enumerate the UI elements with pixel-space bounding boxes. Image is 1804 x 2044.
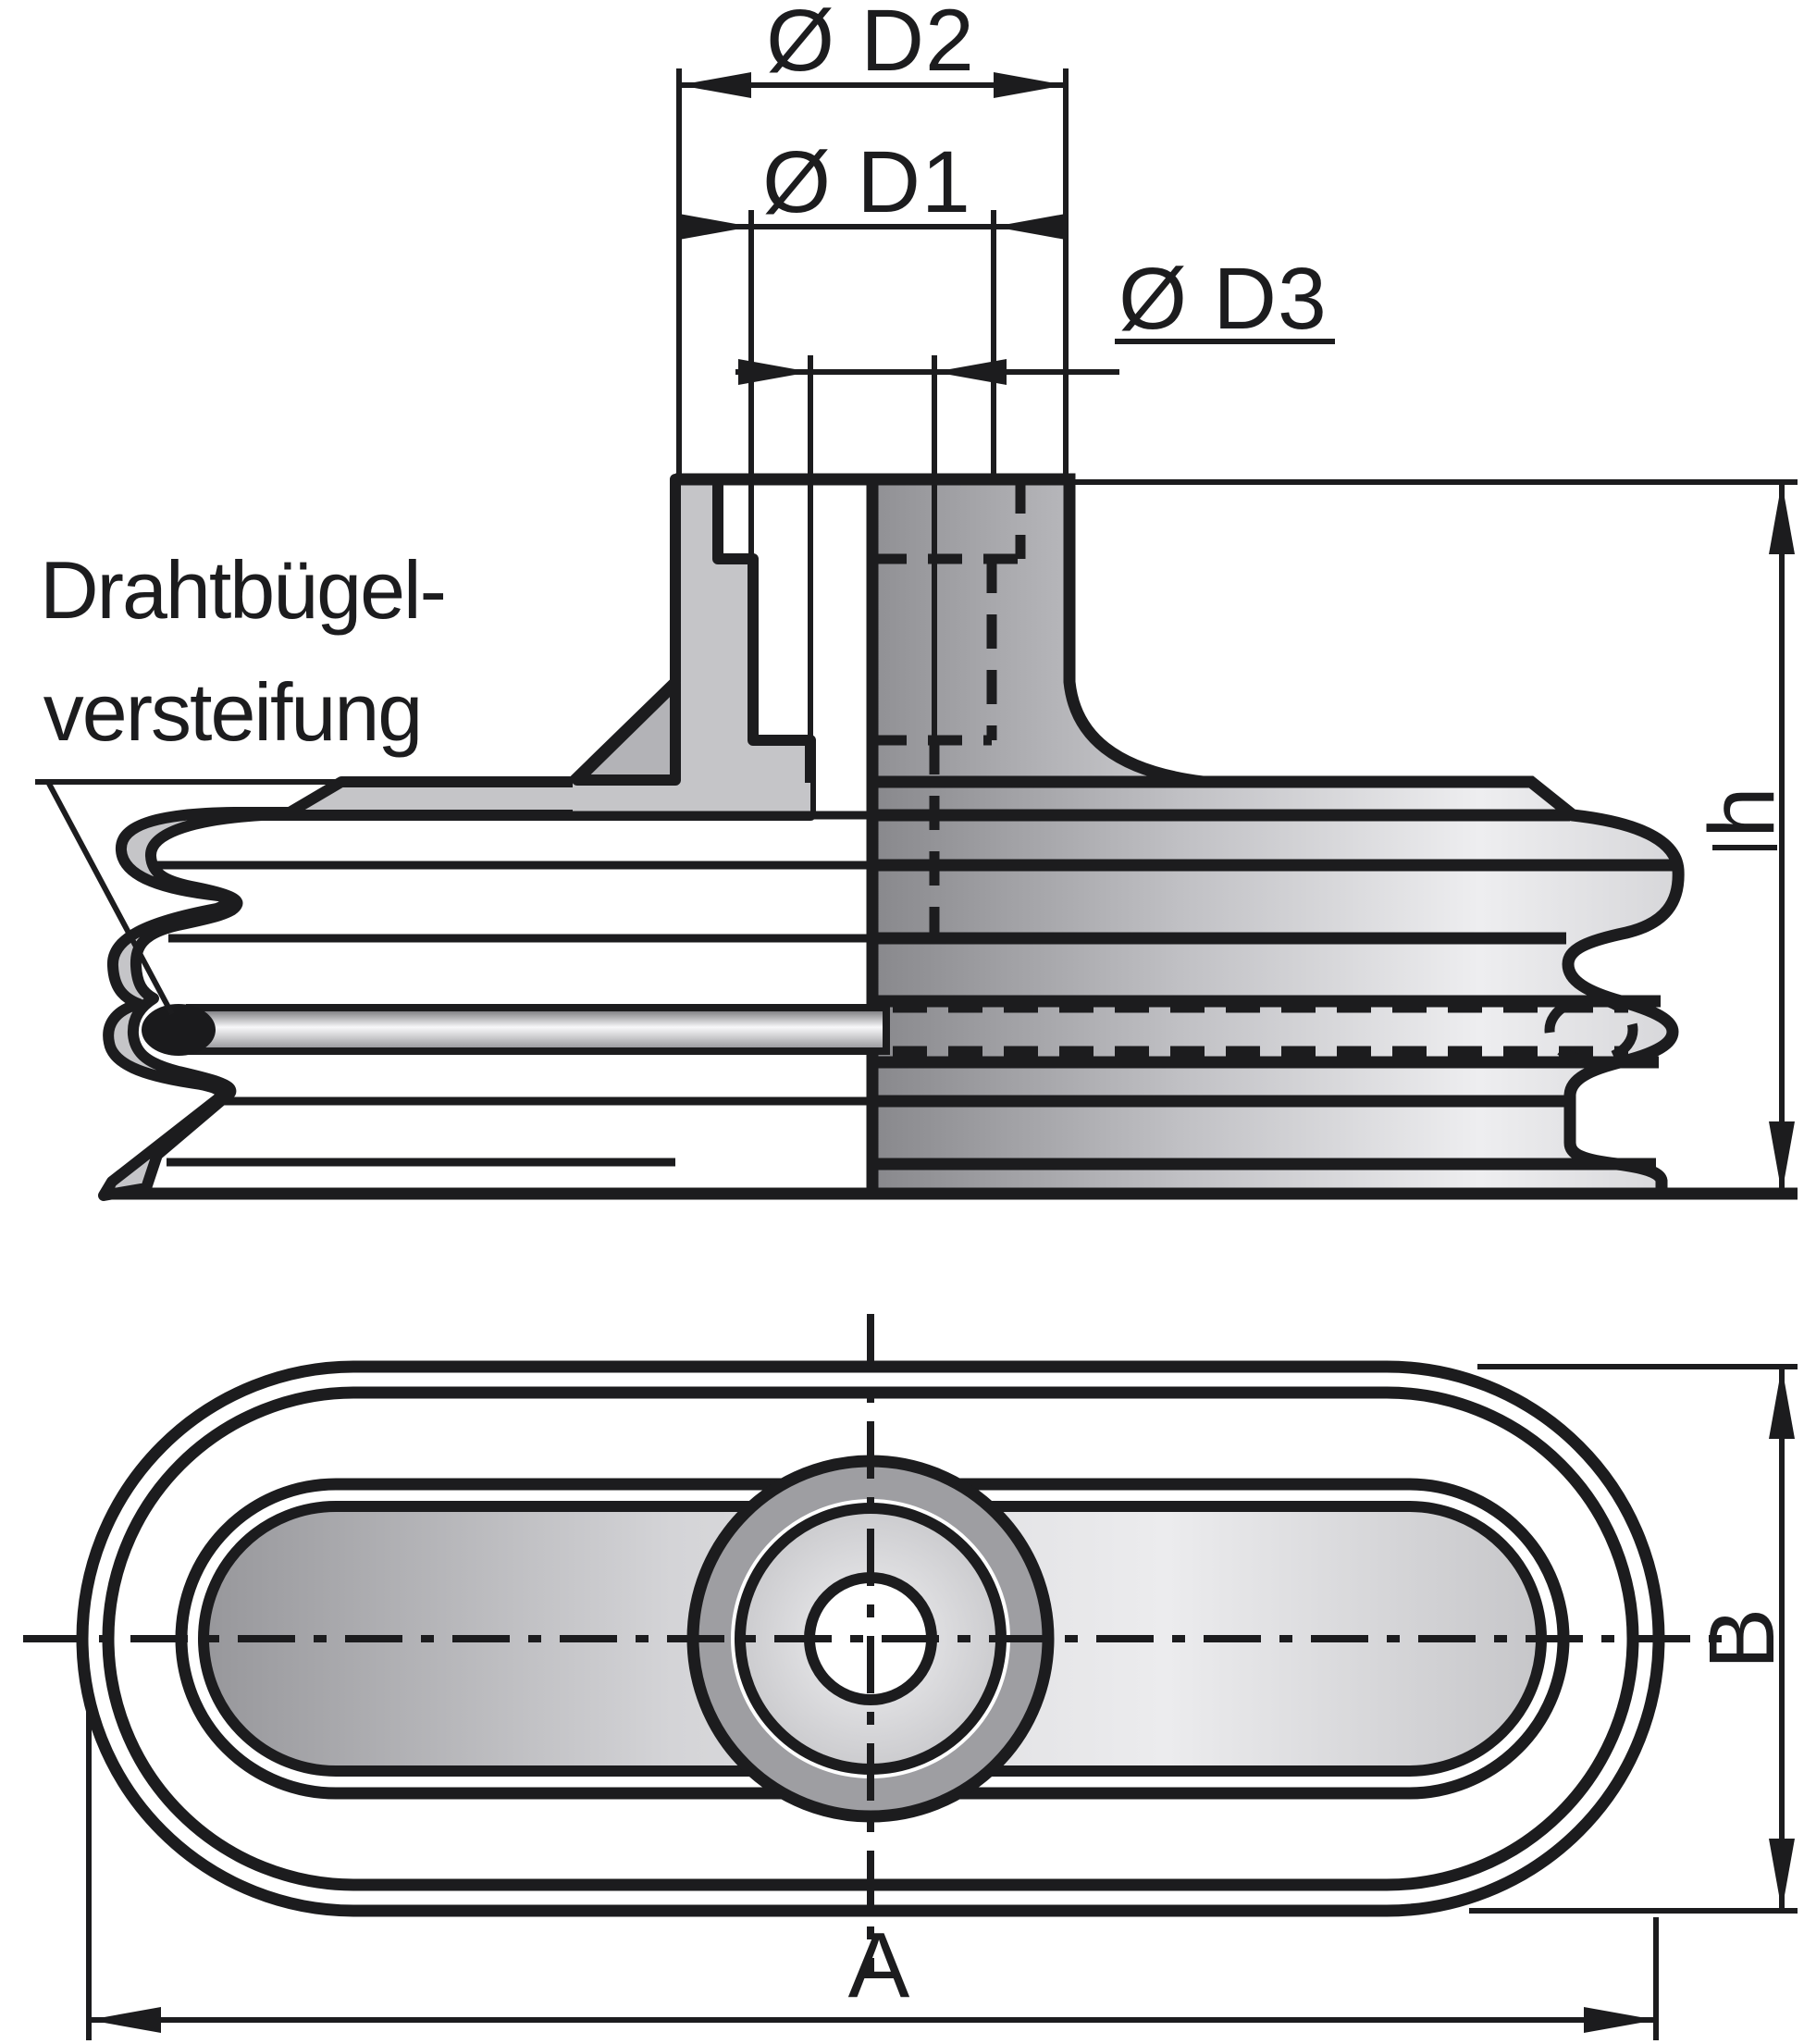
callout-wire-reinforcement: Drahtbügel- versteifung	[35, 544, 470, 1016]
arrowhead-left	[679, 214, 751, 240]
arrowhead-down	[1769, 1839, 1795, 1911]
arrowhead-right	[934, 359, 1007, 385]
bottom-view: B A	[23, 1314, 1798, 2040]
d1-label: Ø D1	[762, 133, 971, 231]
wire-rod	[186, 1004, 890, 1055]
bellows-external-silhouette	[866, 775, 1685, 1200]
callout-line1: Drahtbügel-	[40, 544, 445, 636]
arrowhead-up	[1769, 1367, 1795, 1439]
fitting-right-shaded	[866, 473, 1204, 788]
h-label: h	[1690, 787, 1794, 838]
d2-label: Ø D2	[766, 0, 975, 90]
callout-leader-line	[45, 780, 175, 1016]
callout-line2: versteifung	[43, 666, 421, 758]
hidden-wire-end	[1544, 994, 1638, 1066]
side-view: Drahtbügel- versteifung Ø D2 Ø D1	[35, 0, 1798, 1201]
arrowhead-right	[994, 214, 1066, 240]
arrowhead-left	[679, 72, 751, 98]
dimension-d2: Ø D2	[676, 0, 1069, 479]
dimension-d3: Ø D3	[735, 250, 1335, 740]
dimension-b: B	[1469, 1364, 1798, 1914]
arrowhead-down	[1769, 1121, 1795, 1194]
plate-under-boss	[573, 783, 810, 814]
bellows-inner-lines	[157, 811, 872, 1167]
section-rubber	[98, 474, 816, 1201]
wire-cross-section-dot	[142, 1004, 216, 1056]
a-label: A	[848, 1914, 910, 2017]
d3-label: Ø D3	[1118, 250, 1328, 348]
dimension-h: h	[1073, 479, 1798, 1194]
bellows-band-lines	[872, 809, 1673, 1171]
arrowhead-left	[89, 2007, 161, 2033]
b-label: B	[1690, 1608, 1794, 1670]
centerlines	[23, 1314, 1737, 1977]
arrowhead-up	[1769, 482, 1795, 554]
arrowhead-right	[1584, 2007, 1656, 2033]
dimension-a: A	[86, 1710, 1659, 2040]
dimension-d1: Ø D1	[679, 133, 1066, 559]
arrowhead-right	[994, 72, 1066, 98]
gusset-triangle	[572, 678, 681, 786]
arrowhead-left	[738, 359, 810, 385]
